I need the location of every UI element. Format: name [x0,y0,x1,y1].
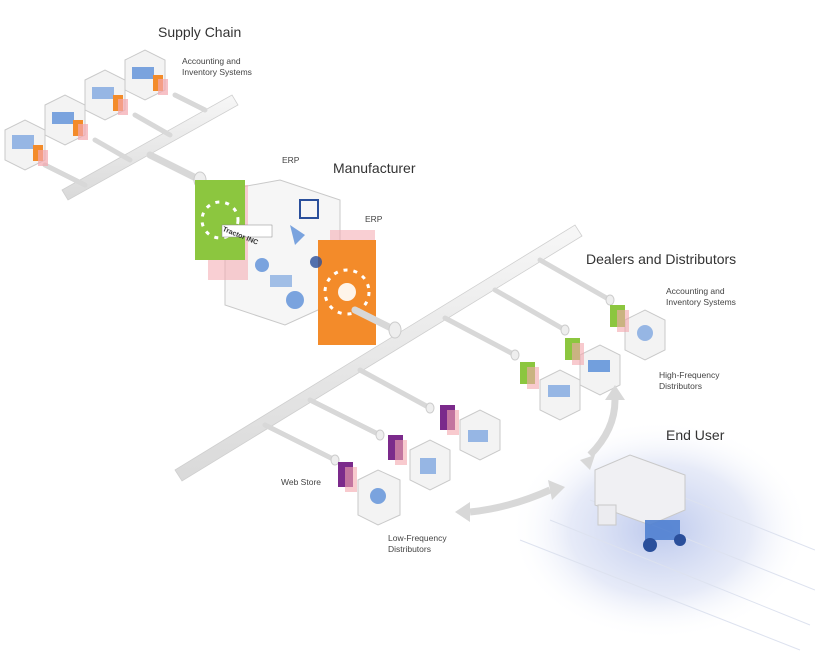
supply-box-3 [84,69,128,121]
supply-box-4 [124,49,168,101]
arrow-end-user-low-frequency [455,480,565,522]
supply-accounting-label: Accounting and Inventory Systems [182,56,252,77]
dealer-box-1 [610,305,666,361]
erp-label-left: ERP [282,155,300,165]
low-box-3 [338,462,401,526]
end-user-vehicle [594,454,686,552]
low-frequency-label: Low-Frequency Distributors [388,533,447,554]
supply-box-1 [4,119,48,171]
erp-label-right: ERP [365,214,383,224]
supply-chain-title: Supply Chain [158,24,242,40]
manufacturer-block [195,179,376,345]
dealer-box-2 [565,338,621,396]
high-frequency-label: High-Frequency Distributors [659,370,720,391]
dealers-accounting-label: Accounting and Inventory Systems [666,286,736,307]
web-store-label: Web Store [281,477,322,487]
distribution-pipe [174,224,615,482]
dealer-box-3 [520,362,581,421]
end-user-title: End User [666,427,725,443]
low-box-1 [440,405,501,461]
dealers-title: Dealers and Distributors [586,251,737,267]
manufacturer-title: Manufacturer [333,160,416,176]
low-box-2 [388,435,451,491]
supply-box-2 [44,94,88,146]
arrow-end-user-high-frequency [580,385,625,470]
